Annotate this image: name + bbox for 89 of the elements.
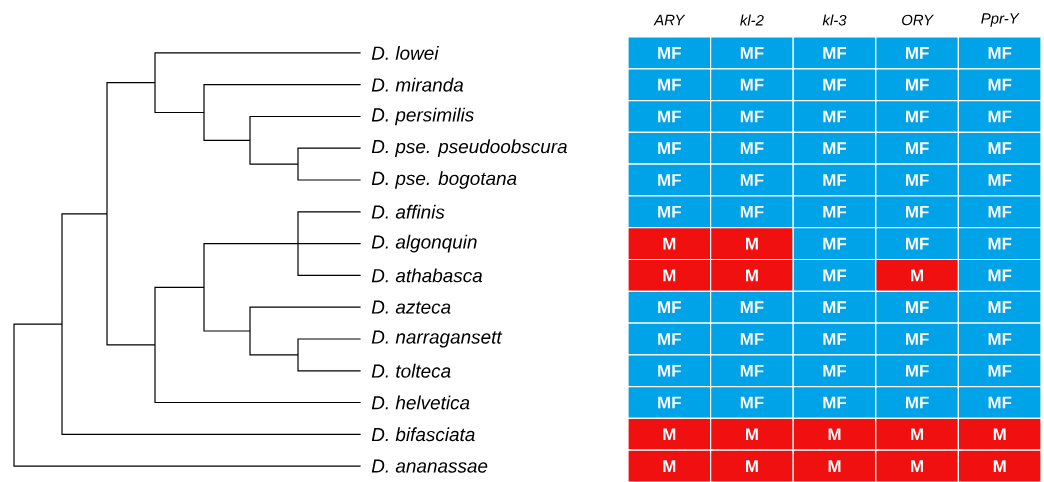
table-cell: MF <box>627 131 712 165</box>
table-cell: MF <box>875 227 959 261</box>
table-cell: MF <box>875 290 959 324</box>
table-cell: MF <box>792 322 877 356</box>
table-cell: MF <box>710 290 794 324</box>
table-cell: MF <box>710 195 794 229</box>
table-cell: M <box>875 258 959 292</box>
table-cell: MF <box>875 386 959 419</box>
table-cell: MF <box>957 290 1042 324</box>
table-cell: MF <box>627 354 712 388</box>
table-cell: M <box>710 417 794 451</box>
table-cell: MF <box>627 195 712 229</box>
species-name: D. tolteca <box>371 363 451 378</box>
column-header: ARY <box>653 14 686 26</box>
table-cell: M <box>792 417 877 451</box>
table-cell: M <box>792 449 877 482</box>
table-cell: MF <box>957 100 1042 133</box>
table-cell: MF <box>627 163 712 197</box>
table-cell: MF <box>627 68 712 102</box>
table-cell: MF <box>627 386 712 419</box>
table-cell: MF <box>957 68 1042 102</box>
species-name: D. algonquin <box>371 234 477 253</box>
table-cell: MF <box>957 227 1042 261</box>
table-cell: M <box>710 449 794 482</box>
species-name: D. ananassae <box>371 459 488 473</box>
species-name: D. miranda <box>371 77 464 92</box>
table-cell: M <box>875 449 959 482</box>
species-name: D. azteca <box>371 300 451 314</box>
species-name: D. persimilis <box>371 107 474 126</box>
table-cell: M <box>710 258 794 292</box>
species-name: D. pse. pseudoobscura <box>371 139 567 157</box>
table-cell: MF <box>627 100 712 133</box>
table-cell: M <box>627 449 712 482</box>
table-cell: MF <box>710 36 794 70</box>
table-cell: MF <box>957 131 1042 165</box>
table-cell: MF <box>957 258 1042 292</box>
species-name: D. athabasca <box>371 268 483 283</box>
table-cell: MF <box>875 100 959 133</box>
table-cell: MF <box>792 258 877 292</box>
table-cell: M <box>957 417 1042 451</box>
table-cell: MF <box>627 36 712 70</box>
table-cell: M <box>627 417 712 451</box>
species-name: D. helvetica <box>371 395 470 410</box>
table-cell: MF <box>875 68 959 102</box>
table-cell: MF <box>875 195 959 229</box>
table-cell: MF <box>710 386 794 419</box>
table-cell: M <box>627 258 712 292</box>
table-cell: MF <box>957 36 1042 70</box>
table-cell: MF <box>792 290 877 324</box>
table-cell: MF <box>875 163 959 197</box>
table-cell: MF <box>792 100 877 133</box>
table-cell: MF <box>957 322 1042 356</box>
table-cell: M <box>627 227 712 261</box>
table-cell: MF <box>875 131 959 165</box>
table-cell: MF <box>710 163 794 197</box>
table-cell: MF <box>792 195 877 229</box>
table-cell: MF <box>957 354 1042 388</box>
table-cell: MF <box>792 386 877 419</box>
table-cell: MF <box>710 100 794 133</box>
column-header: kl-2 <box>740 14 764 26</box>
column-header: kl-3 <box>822 14 847 26</box>
table-cell: MF <box>710 354 794 388</box>
species-name: D. pse. bogotana <box>371 171 517 189</box>
table-cell: MF <box>792 131 877 165</box>
column-header: Ppr-Y <box>981 13 1020 27</box>
species-name: D. lowei <box>371 45 439 60</box>
table-cell: M <box>875 417 959 451</box>
table-cell: MF <box>792 227 877 261</box>
species-name: D. narragansett <box>371 330 503 348</box>
table-cell: MF <box>957 163 1042 197</box>
table-cell: MF <box>627 322 712 356</box>
table-cell: MF <box>627 290 712 324</box>
table-cell: M <box>957 449 1042 482</box>
table-cell: MF <box>792 68 877 102</box>
species-name: D. affinis <box>371 204 445 219</box>
table-cell: MF <box>957 386 1042 419</box>
table-cell: MF <box>792 36 877 70</box>
table-cell: MF <box>710 131 794 165</box>
column-header: ORY <box>902 14 934 26</box>
table-cell: MF <box>792 163 877 197</box>
table-cell: MF <box>875 354 959 388</box>
table-cell: MF <box>710 68 794 102</box>
table-cell: MF <box>875 36 959 70</box>
species-name: D. bifasciata <box>371 427 475 442</box>
table-cell: MF <box>792 354 877 388</box>
table-cell: MF <box>710 322 794 356</box>
table-cell: MF <box>957 195 1042 229</box>
table-cell: MF <box>875 322 959 356</box>
table-cell: M <box>710 227 794 261</box>
